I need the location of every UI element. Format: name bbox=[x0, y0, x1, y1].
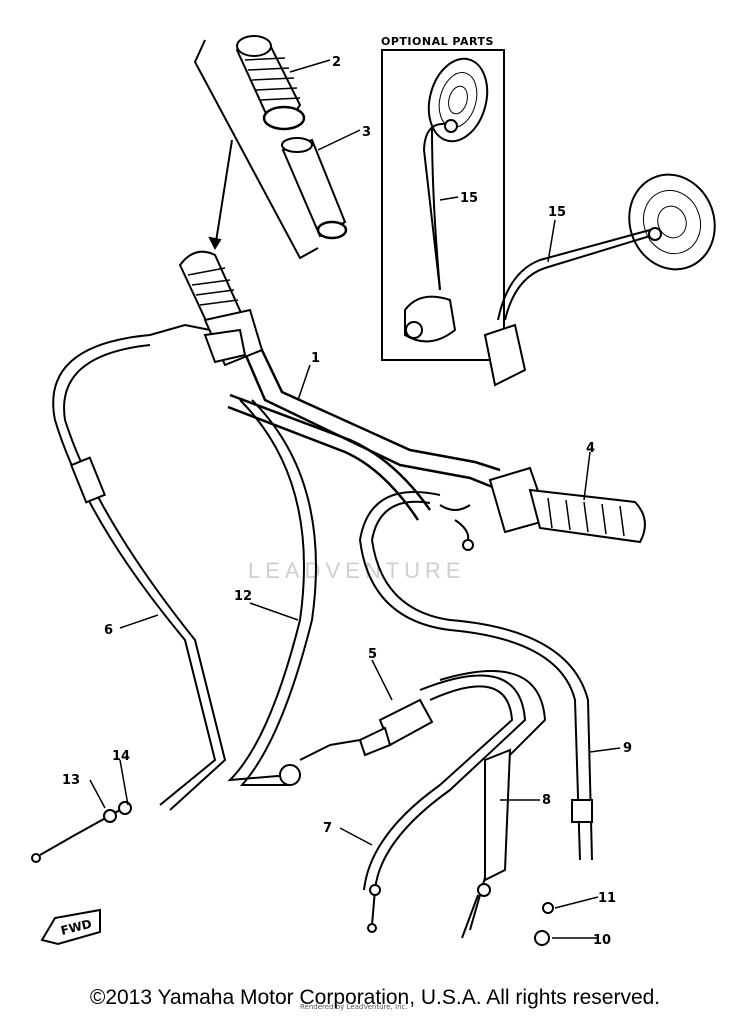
detail-arrow-head bbox=[208, 236, 222, 251]
leader-lines bbox=[89, 59, 621, 939]
callout-10: 10 bbox=[593, 933, 611, 948]
speedo-cable bbox=[439, 670, 547, 931]
callout-5: 5 bbox=[368, 647, 377, 662]
speedo-cable-spring bbox=[484, 748, 512, 882]
callout-15: 15 bbox=[548, 205, 566, 220]
optional-parts-frame bbox=[381, 49, 505, 361]
cables-group bbox=[31, 323, 593, 946]
throttle-grip-part bbox=[235, 35, 306, 131]
clutch-adjuster bbox=[69, 456, 107, 504]
throttle-cable bbox=[227, 399, 305, 782]
callout-14: 14 bbox=[112, 749, 130, 764]
mirror-part bbox=[483, 173, 716, 387]
copyright-text: ©2013 Yamaha Motor Corporation, U.S.A. A… bbox=[89, 986, 661, 1009]
callout-7: 7 bbox=[323, 821, 332, 836]
small-print: Rendered by LeadVenture, Inc. bbox=[300, 1003, 408, 1011]
callout-9: 9 bbox=[623, 741, 632, 756]
throttle-cable-outer bbox=[239, 399, 317, 786]
fwd-arrow: FWD bbox=[40, 908, 101, 946]
tach-cable bbox=[371, 674, 527, 926]
fitting-10 bbox=[534, 930, 550, 946]
callout-4: 4 bbox=[586, 441, 595, 456]
clutch-cable bbox=[52, 334, 217, 806]
callout-1: 1 bbox=[311, 351, 320, 366]
brake-adjuster bbox=[571, 799, 593, 823]
callout-12: 12 bbox=[234, 589, 252, 604]
callout-2: 2 bbox=[332, 55, 341, 70]
throttle-sleeve-part bbox=[281, 137, 348, 240]
detail-arrow-line bbox=[214, 139, 233, 249]
callout-13: 13 bbox=[62, 773, 80, 788]
watermark: LEADVENTURE bbox=[248, 558, 466, 583]
callout-11: 11 bbox=[598, 891, 616, 906]
callout-3: 3 bbox=[362, 125, 371, 140]
grip-detail-group bbox=[193, 35, 348, 260]
optional-parts-box: OPTIONAL PARTS bbox=[381, 35, 505, 361]
brake-cable bbox=[358, 491, 581, 861]
optional-mirror-part bbox=[404, 57, 489, 343]
brake-cable-outer bbox=[370, 500, 593, 861]
left-grip-part bbox=[178, 250, 264, 367]
tach-cable-outer bbox=[363, 685, 514, 891]
fitting-11 bbox=[542, 902, 554, 914]
callout-8: 8 bbox=[542, 793, 551, 808]
callout-15-optional: 15 bbox=[460, 191, 478, 206]
optional-parts-label: OPTIONAL PARTS bbox=[381, 35, 494, 48]
callout-6: 6 bbox=[104, 623, 113, 638]
clutch-cable-outer bbox=[63, 344, 227, 811]
handlebar-part bbox=[227, 324, 501, 521]
clutch-cable-end bbox=[149, 323, 211, 336]
right-grip-part bbox=[439, 466, 646, 551]
callouts: 2 3 1 4 5 6 7 8 9 10 11 12 13 14 15 15 bbox=[62, 55, 632, 948]
detail-outline bbox=[193, 39, 319, 260]
